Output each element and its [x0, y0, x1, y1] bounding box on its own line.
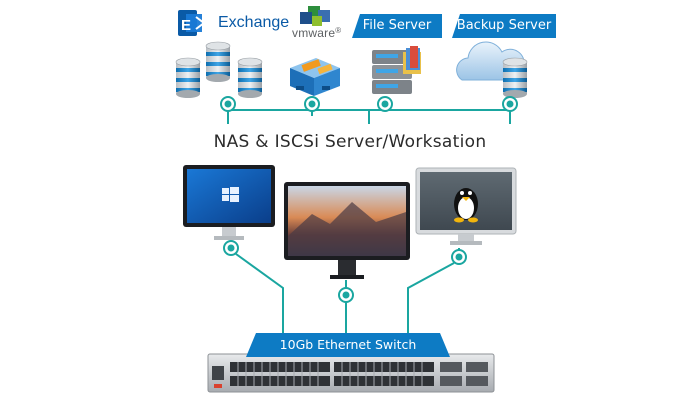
- linux-monitor-icon: [415, 167, 517, 245]
- imac-monitor-icon: [284, 182, 410, 279]
- exchange-logo-icon: E: [178, 10, 206, 36]
- server-bus-connector: [227, 98, 511, 124]
- database-cluster-icon: [175, 41, 263, 99]
- windows-monitor-icon: [183, 165, 275, 240]
- vmware-server-icon: [290, 58, 340, 96]
- svg-text:E: E: [181, 17, 191, 34]
- windows-logo-icon: [222, 187, 239, 202]
- exchange-label: Exchange: [218, 14, 290, 31]
- switch-label: 10Gb Ethernet Switch: [246, 333, 450, 357]
- nas-caption: NAS & ISCSi Server/Worksation: [213, 132, 487, 152]
- vmware-label: vmware®: [292, 26, 342, 40]
- file-server-tag: File Server: [352, 14, 442, 38]
- backup-server-tag: Backup Server: [452, 14, 556, 38]
- file-server-icon: [372, 46, 421, 94]
- tux-penguin-icon: [454, 188, 478, 223]
- connector-nodes: [220, 96, 518, 112]
- vmware-logo-icon: [300, 6, 330, 26]
- network-switch-icon: [207, 353, 495, 393]
- cloud-backup-icon: [456, 41, 528, 99]
- vmware-label-text: vmware: [292, 26, 336, 40]
